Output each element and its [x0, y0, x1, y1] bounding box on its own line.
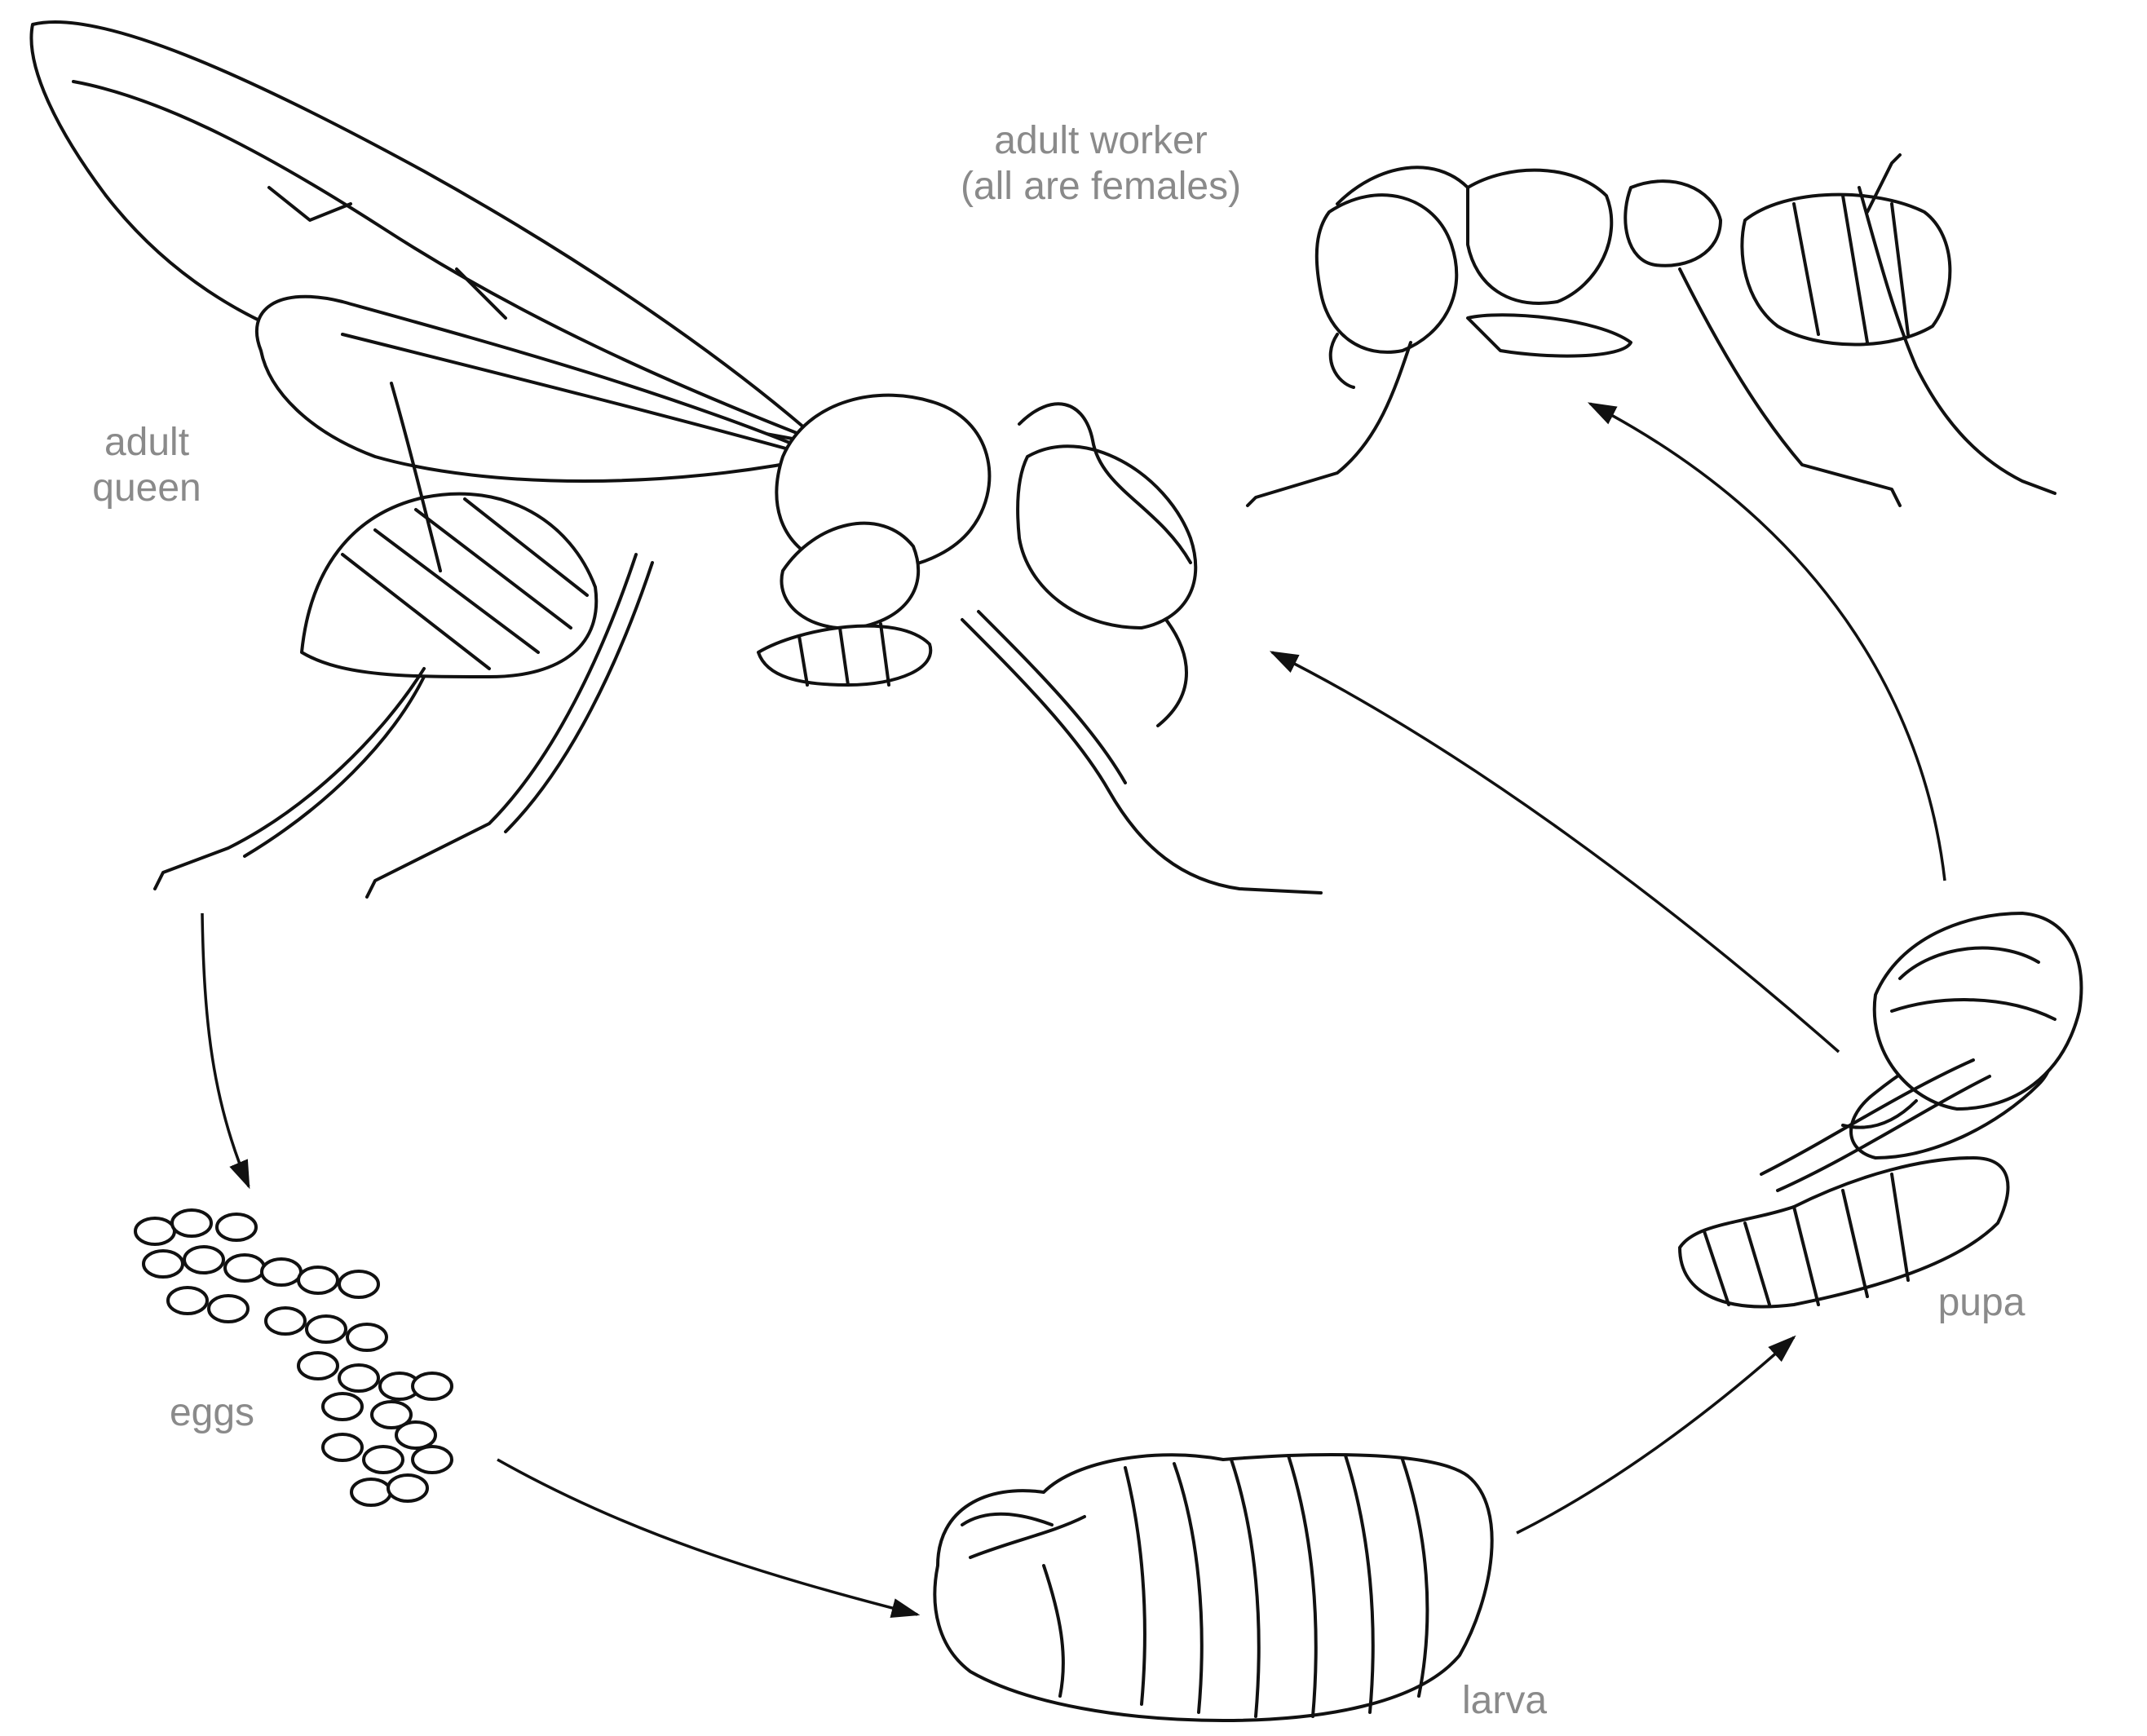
- queen-leg-1: [155, 669, 424, 889]
- worker-leg-1: [1248, 342, 1411, 506]
- label-adult-worker-line1: adult worker: [889, 118, 1313, 164]
- arrow-eggs-to-larva: [497, 1460, 917, 1615]
- worker-thorax: [1468, 170, 1611, 303]
- pupa-illustration: [1680, 913, 2081, 1306]
- label-adult-worker: adult worker (all are females): [889, 118, 1313, 210]
- label-adult-queen-line2: queen: [49, 466, 245, 511]
- worker-head: [1317, 195, 1456, 352]
- queen-leg-3: [962, 620, 1321, 893]
- label-adult-queen: adult queen: [49, 420, 245, 511]
- label-adult-worker-line2: (all are females): [889, 164, 1313, 210]
- larva-illustration: [934, 1455, 1491, 1721]
- label-larva: larva: [1423, 1678, 1586, 1724]
- label-adult-queen-line1: adult: [49, 420, 245, 466]
- worker-illustration: [1248, 155, 2055, 506]
- label-eggs: eggs: [130, 1390, 294, 1436]
- eggs-illustration: [135, 1210, 452, 1505]
- arrow-larva-to-pupa: [1517, 1337, 1794, 1533]
- arrow-pupa-to-worker: [1590, 404, 1945, 881]
- label-pupa: pupa: [1908, 1280, 2055, 1326]
- arrow-pupa-to-queen: [1272, 652, 1839, 1052]
- arrow-queen-to-eggs: [202, 913, 249, 1186]
